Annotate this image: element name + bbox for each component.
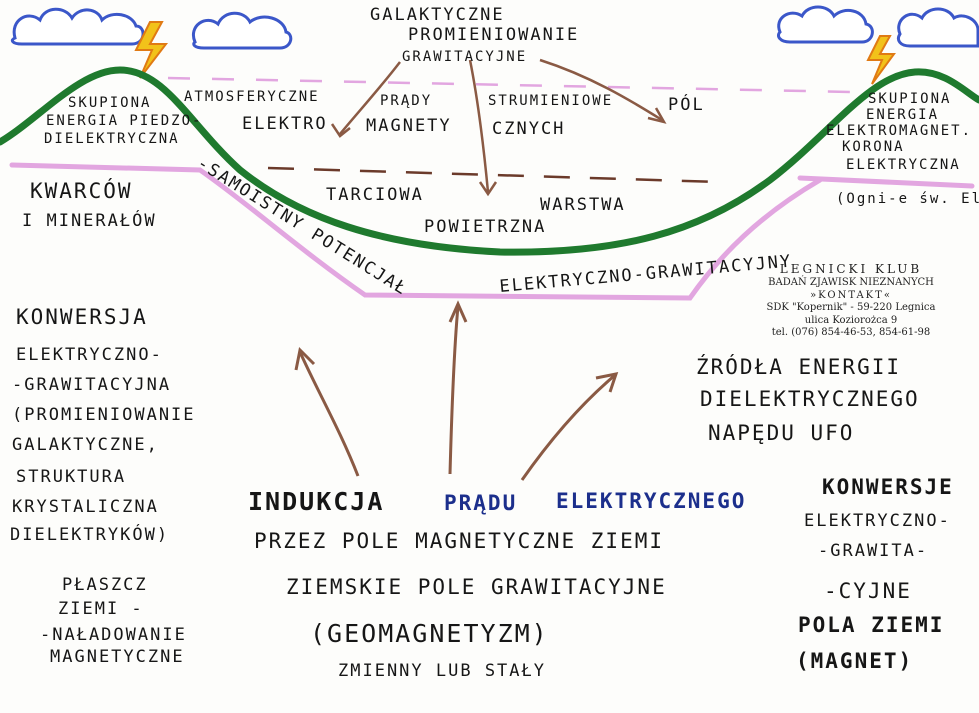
- pink-boundary-right: [797, 175, 975, 189]
- cloud-left: [10, 7, 145, 46]
- stamp-line-6: tel. (076) 854-46-53, 854-61-98: [771, 327, 931, 338]
- atmosferyczne-label: ATMOSFERYCZNE: [184, 89, 320, 105]
- left-hill-line-1: SKUPIONA: [68, 95, 152, 111]
- prady-label: PRĄDY: [380, 93, 433, 109]
- pink-boundary-left: [9, 162, 823, 301]
- konwersja-line-4: (PROMIENIOWANIE: [12, 405, 196, 425]
- plaszcz-line-4: MAGNETYCZNE: [50, 647, 185, 667]
- arrow-head-pol: [647, 107, 667, 124]
- konwersje-line-1: KONWERSJE: [822, 475, 954, 499]
- pradu-label: PRĄDU: [444, 491, 518, 515]
- konwersja-line-2: ELEKTRYCZNO-: [16, 345, 163, 365]
- title-line-2: PROMIENIOWANIE: [408, 25, 580, 45]
- arrow-up-center: [448, 305, 460, 475]
- center-line-5: ZMIENNY LUB STAŁY: [338, 661, 546, 681]
- konwersje-line-6: (MAGNET): [796, 649, 914, 673]
- cloud-right-1: [776, 5, 874, 44]
- potential-left-label: -SAMOISTNY POTENCJAŁ: [193, 153, 411, 300]
- elektrycznego-label: ELEKTRYCZNEGO: [556, 489, 747, 513]
- arrow-head-up-left: [294, 346, 316, 371]
- konwersje-line-4: -CYJNE: [824, 579, 912, 603]
- stamp-line-2: BADAŃ ZJAWISK NIEZNANYCH: [768, 277, 934, 288]
- pol-label: PÓL: [668, 95, 705, 115]
- left-hill-line-3: DIELEKTRYCZNA: [44, 131, 180, 147]
- right-hill-line-1: SKUPIONA: [868, 91, 952, 107]
- title-line-3: GRAWITACYJNE: [402, 49, 528, 65]
- zrodla-line-2: DIELEKTRYCZNEGO: [700, 387, 920, 411]
- konwersja-line-5: GALAKTYCZNE,: [12, 435, 159, 455]
- arrow-head-up-right: [595, 372, 619, 393]
- arrow-up-left: [298, 351, 360, 477]
- stamp-line-3: »KONTAKT«: [810, 289, 892, 301]
- right-hill-line-5: ELEKTRYCZNA: [846, 157, 961, 173]
- arrow-to-pol: [539, 58, 663, 122]
- strumieniowe-label: STRUMIENIOWE: [488, 93, 614, 109]
- center-line-4: (GEOMAGNETYZM): [310, 619, 549, 648]
- konwersje-line-5: POLA ZIEMI: [798, 613, 945, 637]
- ground-curve: [0, 66, 979, 256]
- plaszcz-line-3: -NAŁADOWANIE: [40, 625, 187, 645]
- right-hill-line-4: KORONA: [842, 139, 905, 155]
- kwarcow-label: KWARCÓW: [30, 179, 133, 203]
- konwersja-line-7: KRYSTALICZNA: [12, 497, 159, 517]
- zrodla-line-1: ŹRÓDŁA ENERGII: [696, 355, 902, 379]
- club-stamp: LEGNICKI KLUB BADAŃ ZJAWISK NIEZNANYCH »…: [746, 262, 956, 340]
- arrow-head-up-center: [448, 300, 468, 323]
- elektro-label: ELEKTRO: [242, 114, 328, 134]
- left-hill-line-2: ENERGIA PIEDZO-: [46, 113, 203, 129]
- center-line-2: PRZEZ POLE MAGNETYCZNE ZIEMI: [254, 529, 665, 553]
- center-line-3: ZIEMSKIE POLE GRAWITACYJNE: [286, 575, 667, 599]
- right-hill-line-3: ELEKTROMAGNET.: [826, 123, 973, 139]
- arrow-to-elektro: [339, 61, 401, 135]
- mineralow-label: I MINERAŁÓW: [22, 211, 157, 231]
- konwersje-line-3: -GRAWITA-: [818, 541, 929, 561]
- powietrzna-label: POWIETRZNA: [424, 217, 547, 237]
- arrow-up-right: [520, 374, 615, 481]
- konwersja-line-6: STRUKTURA: [16, 467, 127, 487]
- plaszcz-line-1: PŁASZCZ: [62, 575, 148, 595]
- cznych-label: CZNYCH: [492, 119, 566, 139]
- stamp-line-5: ulica Koziorożca 9: [804, 314, 898, 326]
- plaszcz-line-2: ZIEMI -: [58, 599, 144, 619]
- warstwa-label: WARSTWA: [540, 195, 626, 215]
- konwersja-line-8: DIELEKTRYKÓW): [10, 525, 170, 545]
- arrow-head-powietrzna: [478, 181, 498, 197]
- air-layer-dashed-line: [267, 166, 721, 184]
- arrow-head-elektro: [330, 123, 351, 138]
- lightning-right-icon: [866, 35, 896, 85]
- konwersja-line-1: KONWERSJA: [16, 305, 148, 329]
- magnety-label: MAGNETY: [366, 116, 452, 136]
- right-hill-line-2: ENERGIA: [866, 107, 940, 123]
- zrodla-line-3: NAPĘDU UFO: [708, 421, 855, 445]
- konwersja-line-3: -GRAWITACYJNA: [12, 375, 172, 395]
- konwersje-line-2: ELEKTRYCZNO-: [804, 511, 951, 531]
- indukcja-label: INDUKCJA: [248, 487, 385, 516]
- ogni-elma-label: (Ogni-e św. Elma): [836, 191, 979, 207]
- cloud-right-2: [896, 7, 979, 48]
- lightning-left-icon: [134, 21, 169, 79]
- tarciowa-label: TARCIOWA: [326, 185, 424, 205]
- stamp-line-4: SDK "Kopernik" - 59-220 Legnica: [766, 302, 936, 313]
- cloud-mid: [191, 11, 293, 50]
- stamp-line-1: LEGNICKI KLUB: [779, 262, 923, 276]
- arrow-to-powietrzna: [468, 59, 490, 193]
- title-line-1: GALAKTYCZNE: [370, 5, 505, 25]
